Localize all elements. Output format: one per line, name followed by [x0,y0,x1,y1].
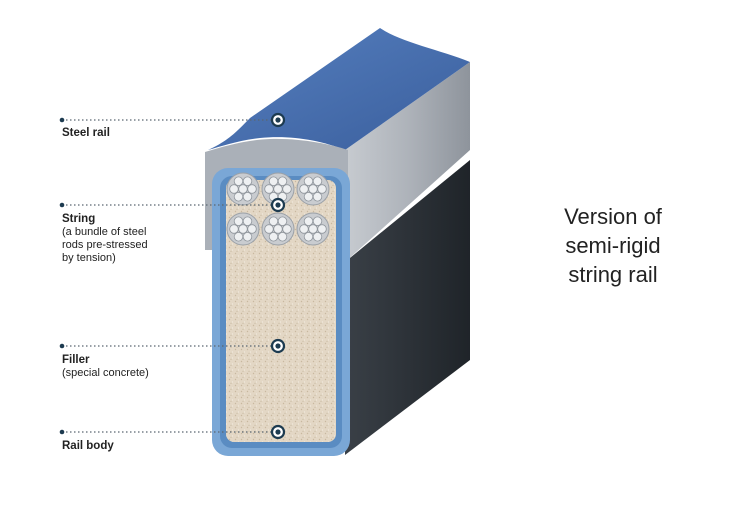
label-title: Rail body [62,439,114,453]
headline-line: string rail [528,260,698,289]
label-filler: Filler (special concrete) [62,353,149,380]
string-bundle [227,173,259,205]
string-bundle [227,213,259,245]
label-desc-line: (special concrete) [62,367,149,380]
headline-line: Version of [528,202,698,231]
pointer-start-dots [60,118,65,435]
headline-line: semi-rigid [528,231,698,260]
string-bundle [297,173,329,205]
string-bundle [262,213,294,245]
label-title: Steel rail [62,126,110,140]
label-desc-line: (a bundle of steel [62,226,148,239]
label-title: Filler [62,353,149,367]
diagram-headline: Version of semi-rigid string rail [528,202,698,289]
label-rail-body: Rail body [62,439,114,453]
label-desc-line: rods pre-stressed [62,239,148,252]
label-desc-line: by tension) [62,252,148,265]
label-title: String [62,212,148,226]
label-string: String (a bundle of steel rods pre-stres… [62,212,148,265]
string-bundle [297,213,329,245]
label-steel-rail: Steel rail [62,126,110,140]
